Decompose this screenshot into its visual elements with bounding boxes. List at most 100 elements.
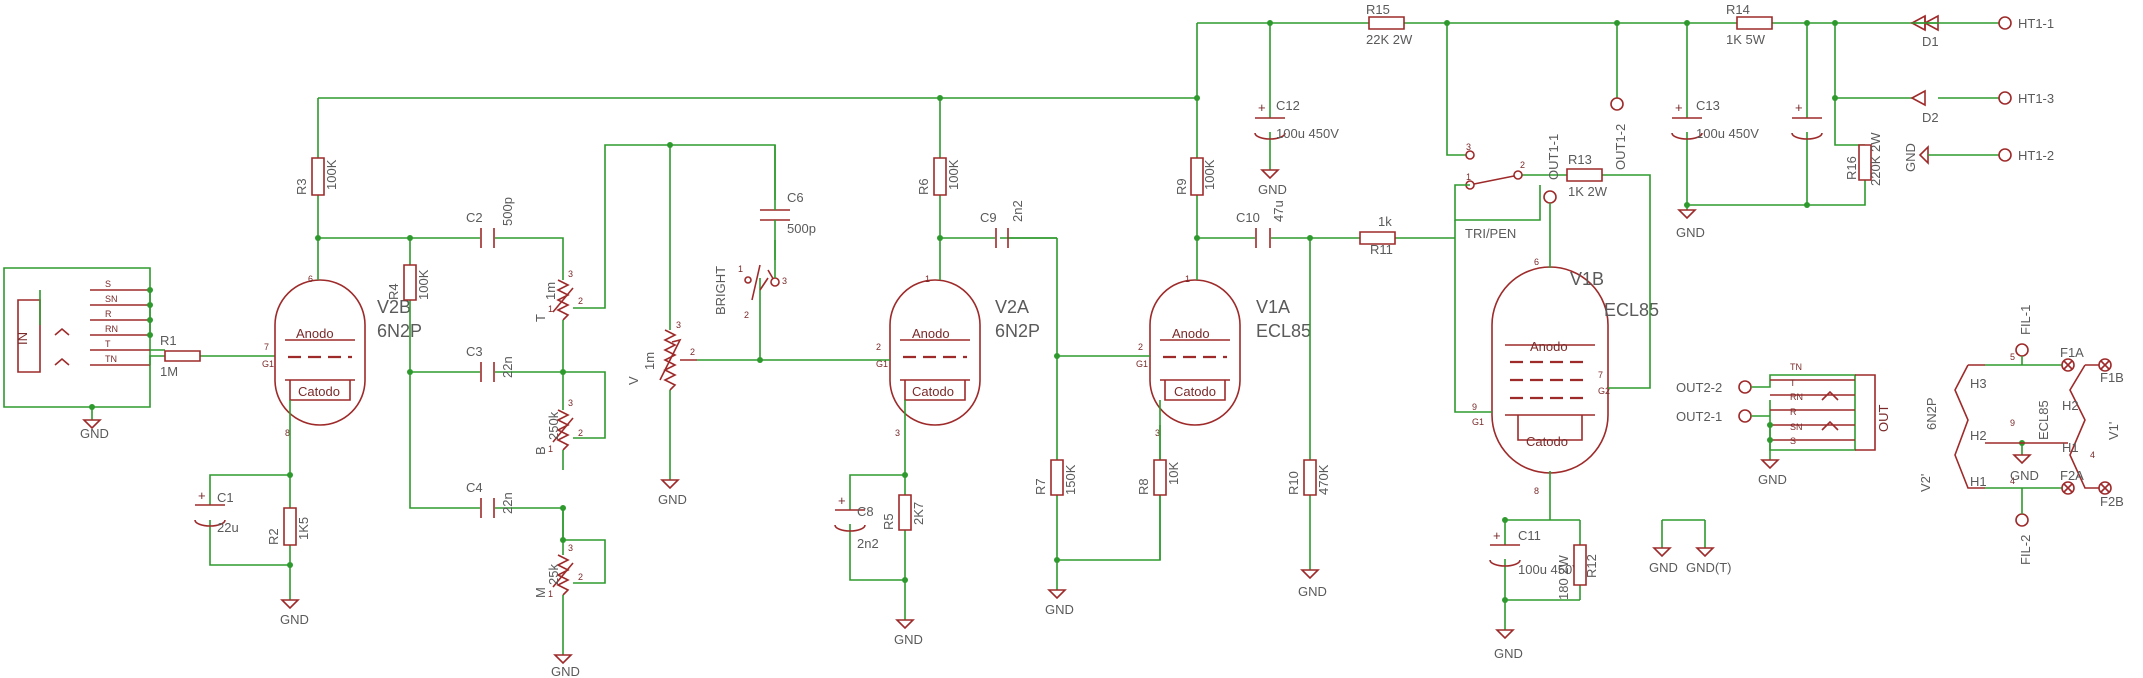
svg-text:D2: D2 — [1922, 110, 1939, 125]
svg-text:100K: 100K — [416, 269, 431, 300]
out1-2-terminal[interactable] — [1610, 97, 1624, 111]
v1b-connections: + C11 100u 450V R12 180 2W GND — [1454, 220, 1599, 661]
svg-text:R15: R15 — [1366, 2, 1390, 17]
fil-2-terminal[interactable] — [2015, 513, 2029, 527]
svg-text:R11: R11 — [1370, 242, 1393, 257]
svg-text:GND: GND — [2010, 468, 2039, 483]
svg-text:H2: H2 — [2062, 398, 2079, 413]
svg-text:7: 7 — [264, 342, 269, 352]
svg-text:+: + — [1795, 100, 1803, 115]
svg-text:1: 1 — [548, 589, 553, 599]
svg-text:FIL-1: FIL-1 — [2018, 305, 2033, 335]
svg-text:R13: R13 — [1568, 152, 1592, 167]
svg-text:GND: GND — [1494, 646, 1523, 661]
svg-text:1M: 1M — [160, 364, 178, 379]
fuse-f1b: F1B — [2098, 358, 2124, 385]
diodes-ht: D1 HT1-1 D2 HT1-3 GND HT1-2 — [1832, 14, 2054, 172]
fil-1-terminal[interactable] — [2015, 343, 2029, 357]
svg-text:GND: GND — [658, 492, 687, 507]
input-jack-label: IN — [15, 332, 30, 345]
svg-text:G1: G1 — [262, 359, 274, 369]
svg-text:V: V — [626, 376, 641, 385]
out2-1-terminal[interactable] — [1738, 409, 1752, 423]
svg-text:OUT: OUT — [1876, 405, 1891, 433]
svg-text:100u 450V: 100u 450V — [1696, 126, 1759, 141]
svg-text:V1A: V1A — [1256, 297, 1290, 317]
ht1-3-terminal[interactable] — [1998, 91, 2012, 105]
svg-text:47u: 47u — [1271, 200, 1286, 222]
tube-v1a: Anodo Catodo V1A ECL85 2 G1 1 3 — [1136, 274, 1311, 438]
resistor-r1: R1 1M — [149, 333, 275, 379]
svg-text:4: 4 — [2090, 450, 2095, 460]
svg-text:1k: 1k — [1378, 214, 1392, 229]
svg-text:OUT2-2: OUT2-2 — [1676, 380, 1722, 395]
svg-text:F2A: F2A — [2060, 468, 2084, 483]
out2-2-terminal[interactable] — [1738, 380, 1752, 394]
svg-text:OUT1-1: OUT1-1 — [1546, 134, 1561, 180]
fuse-f2a: F2A — [2060, 468, 2084, 495]
svg-text:GND: GND — [1298, 584, 1327, 599]
svg-text:+: + — [1675, 100, 1683, 115]
svg-text:B: B — [533, 446, 548, 455]
svg-text:Anodo: Anodo — [1530, 339, 1568, 354]
svg-text:1m: 1m — [543, 282, 558, 300]
svg-text:OUT2-1: OUT2-1 — [1676, 409, 1722, 424]
svg-text:R14: R14 — [1726, 2, 1750, 17]
svg-text:G1: G1 — [1136, 359, 1148, 369]
svg-text:R8: R8 — [1136, 478, 1151, 495]
svg-text:R: R — [1790, 407, 1797, 417]
svg-text:+: + — [1493, 528, 1501, 543]
svg-text:R1: R1 — [160, 333, 177, 348]
svg-text:6N2P: 6N2P — [1924, 397, 1939, 430]
svg-text:2: 2 — [578, 572, 583, 582]
svg-text:3: 3 — [568, 398, 573, 408]
svg-text:470K: 470K — [1316, 464, 1331, 495]
svg-text:R9: R9 — [1174, 178, 1189, 195]
svg-text:C9: C9 — [980, 210, 997, 225]
svg-text:3: 3 — [676, 320, 681, 330]
svg-text:R7: R7 — [1033, 478, 1048, 495]
svg-text:1m: 1m — [642, 352, 657, 370]
svg-text:1: 1 — [548, 444, 553, 454]
svg-text:H1: H1 — [1970, 474, 1987, 489]
svg-text:R2: R2 — [266, 528, 281, 545]
svg-text:H3: H3 — [1970, 376, 1987, 391]
svg-text:9: 9 — [2010, 418, 2015, 428]
svg-text:C13: C13 — [1696, 98, 1720, 113]
svg-text:T: T — [533, 314, 548, 322]
svg-text:C3: C3 — [466, 344, 483, 359]
out1-section: OUT1-2 3 1 2 TRI/PEN R13 1K 2W OUT1-1 — [1446, 23, 1651, 389]
svg-text:F2B: F2B — [2100, 494, 2124, 509]
svg-text:S: S — [105, 279, 111, 289]
svg-text:8: 8 — [1534, 486, 1539, 496]
v2a-network: R6 100K C9 2n2 + C8 2n2 R5 2K7 GND — [834, 98, 1057, 647]
svg-text:3: 3 — [1155, 428, 1160, 438]
svg-text:V2B: V2B — [377, 297, 411, 317]
fuse-f2b: F2B — [2098, 481, 2124, 509]
svg-text:OUT1-2: OUT1-2 — [1613, 124, 1628, 170]
svg-text:F1B: F1B — [2100, 370, 2124, 385]
svg-text:C12: C12 — [1276, 98, 1300, 113]
svg-text:Catodo: Catodo — [1174, 384, 1216, 399]
svg-text:6N2P: 6N2P — [377, 321, 422, 341]
heater-section: FIL-1 FIL-2 H3 H2 H1 H2 H1 5 9 4 4 6N2P … — [1918, 305, 2124, 565]
svg-text:100u 450V: 100u 450V — [1518, 562, 1581, 577]
ht1-1-terminal[interactable] — [1998, 16, 2012, 30]
tube-v2a: Anodo Catodo V2A 6N2P 2 G1 1 3 — [876, 274, 1040, 438]
svg-text:7: 7 — [1598, 370, 1603, 380]
svg-text:ECL85: ECL85 — [1604, 300, 1659, 320]
gnd-symbols: GND GND(T) — [1649, 519, 1732, 575]
capacitor-c11: + C12 100u 450V GND — [1254, 23, 1339, 197]
svg-text:3: 3 — [1466, 142, 1471, 152]
svg-text:V1': V1' — [2106, 422, 2121, 440]
svg-text:H1: H1 — [2062, 440, 2079, 455]
svg-text:HT1-2: HT1-2 — [2018, 148, 2054, 163]
svg-text:GND: GND — [1676, 225, 1705, 240]
out1-1-terminal[interactable] — [1543, 190, 1557, 204]
ht1-2-terminal[interactable] — [1998, 148, 2012, 162]
resistor-r14: R14 1K 5W — [1726, 2, 1773, 47]
svg-text:2: 2 — [1138, 342, 1143, 352]
svg-text:GND: GND — [1649, 560, 1678, 575]
svg-text:C2: C2 — [466, 210, 483, 225]
